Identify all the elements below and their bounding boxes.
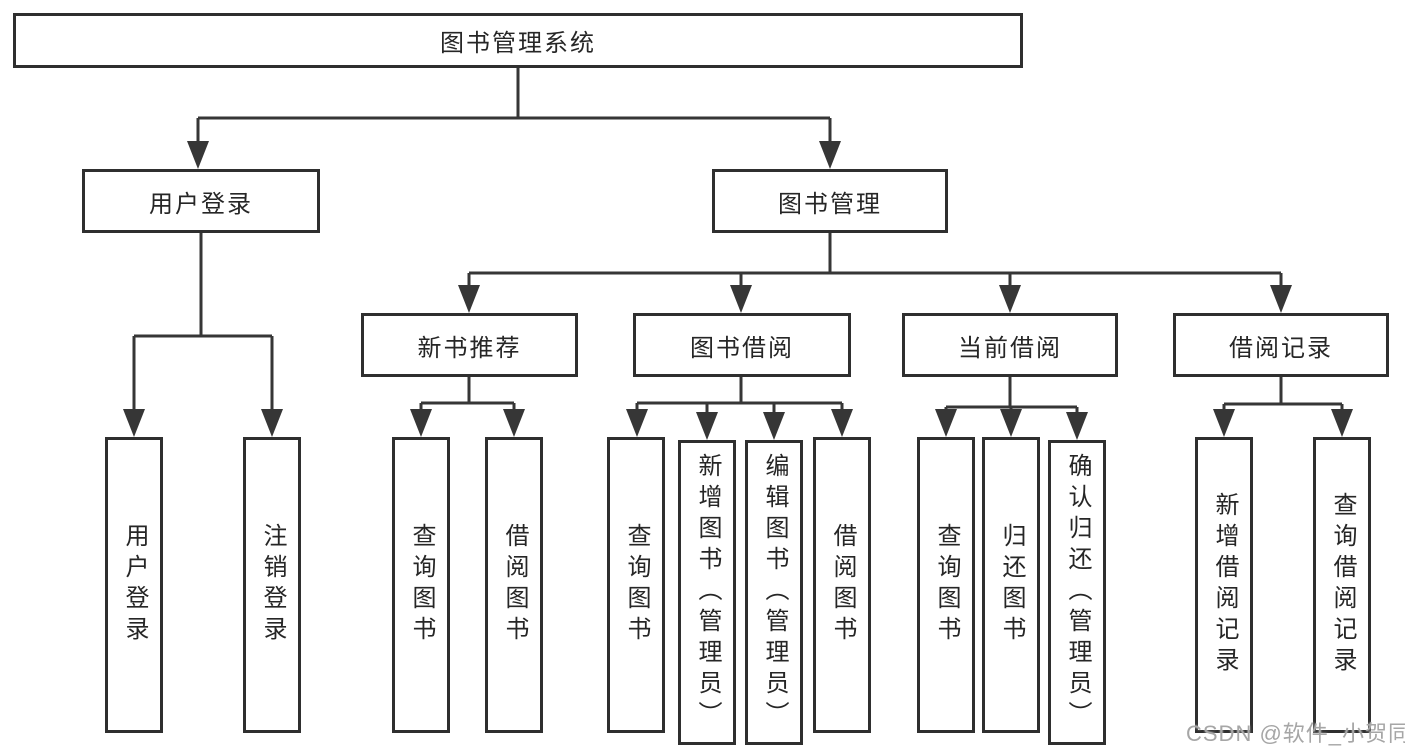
node-logout: 注销登录 <box>243 437 301 733</box>
arrow-icon <box>410 409 432 437</box>
arrow-icon <box>1066 412 1088 440</box>
node-return-books: 归还图书 <box>982 437 1040 733</box>
node-borrow-query-books: 查询图书 <box>607 437 665 733</box>
arrow-icon <box>123 409 145 437</box>
node-add-books-admin: 新增图书（管理员） <box>678 440 736 745</box>
node-label: 新书推荐 <box>417 334 522 362</box>
arrow-icon <box>696 412 718 440</box>
node-add-borrow-record: 新增借阅记录 <box>1195 437 1253 733</box>
arrow-icon <box>999 285 1021 313</box>
node-edit-books-admin: 编辑图书（管理员） <box>745 440 803 745</box>
node-label: 新增图书（管理员） <box>694 453 721 732</box>
node-label: 图书借阅 <box>690 334 794 362</box>
node-label: 图书管理 <box>778 190 882 218</box>
node-current-borrow: 当前借阅 <box>902 313 1118 377</box>
node-label: 借阅图书 <box>829 523 856 647</box>
node-label: 新增借阅记录 <box>1211 492 1238 678</box>
arrow-icon <box>1000 409 1022 437</box>
arrow-icon <box>1213 409 1235 437</box>
node-label: 查询图书 <box>933 523 960 647</box>
node-label: 查询图书 <box>408 523 435 647</box>
edge-book-management-to-level3 <box>467 233 1283 309</box>
node-user-login: 用户登录 <box>82 169 320 233</box>
arrow-icon <box>1331 409 1353 437</box>
arrow-icon <box>763 412 785 440</box>
arrow-icon <box>831 409 853 437</box>
arrow-icon <box>187 141 209 169</box>
node-current-query-books: 查询图书 <box>917 437 975 733</box>
arrow-icon <box>1270 285 1292 313</box>
arrow-icon <box>626 409 648 437</box>
arrowheads <box>123 141 1353 440</box>
edge-new-book-recommend-to-leaves <box>419 377 516 433</box>
edge-borrow-records-to-leaves <box>1222 377 1344 433</box>
connector-stems <box>132 66 1344 436</box>
node-query-borrow-record: 查询借阅记录 <box>1313 437 1371 733</box>
node-label: 用户登录 <box>149 190 253 218</box>
node-user-login-leaf: 用户登录 <box>105 437 163 733</box>
arrow-icon <box>458 285 480 313</box>
node-label: 图书管理系统 <box>440 30 596 57</box>
node-label: 查询借阅记录 <box>1329 492 1356 678</box>
node-confirm-return-admin: 确认归还（管理员） <box>1048 440 1106 745</box>
arrow-icon <box>935 409 957 437</box>
node-book-borrow: 图书借阅 <box>633 313 851 377</box>
node-library-management-system: 图书管理系统 <box>13 13 1023 68</box>
node-borrow-books: 借阅图书 <box>813 437 871 733</box>
csdn-watermark: CSDN @软件_小贺同学 <box>1186 721 1405 746</box>
node-label: 注销登录 <box>259 523 286 647</box>
arrow-icon <box>503 409 525 437</box>
node-label: 当前借阅 <box>958 334 1062 362</box>
node-book-management: 图书管理 <box>712 169 948 233</box>
node-label: 借阅记录 <box>1229 334 1333 362</box>
node-recommend-query-books: 查询图书 <box>392 437 450 733</box>
node-label: 查询图书 <box>623 523 650 647</box>
arrow-icon <box>261 409 283 437</box>
node-label: 确认归还（管理员） <box>1064 453 1091 732</box>
node-label: 编辑图书（管理员） <box>761 453 788 732</box>
edge-root-to-level2 <box>196 66 832 165</box>
node-new-book-recommend: 新书推荐 <box>361 313 578 377</box>
edge-book-borrow-to-leaves <box>635 377 844 436</box>
node-label: 用户登录 <box>121 523 148 647</box>
arrow-icon <box>819 141 841 169</box>
node-recommend-borrow-books: 借阅图书 <box>485 437 543 733</box>
arrow-icon <box>730 285 752 313</box>
node-label: 归还图书 <box>998 523 1025 647</box>
edge-user-login-to-leaves <box>132 233 274 433</box>
node-label: 借阅图书 <box>501 523 528 647</box>
node-borrow-records: 借阅记录 <box>1173 313 1389 377</box>
